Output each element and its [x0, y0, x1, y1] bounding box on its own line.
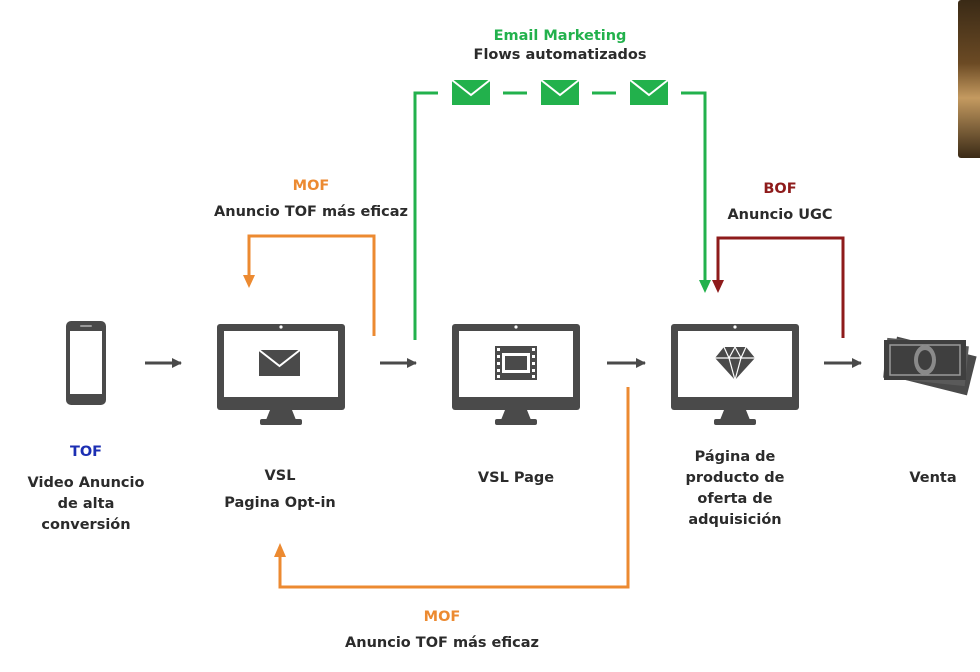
cash-icon	[883, 336, 977, 396]
email-envelope-icon	[629, 79, 669, 105]
email-envelope-icon	[451, 79, 491, 105]
tof-stage-label: Video Anuncio de alta conversión	[27, 475, 145, 533]
mof-bottom-loop	[274, 387, 630, 589]
product-page-label: Página de producto de oferta de adquisic…	[685, 449, 785, 528]
envelope-icon	[258, 349, 301, 376]
optin-label: Pagina Opt-in	[224, 495, 336, 511]
film-icon	[495, 346, 537, 380]
diamond-icon	[715, 345, 755, 383]
email-flow-connector	[413, 91, 711, 340]
bof-title: BOF	[763, 181, 797, 197]
vsl-label: VSL	[264, 468, 296, 484]
webcam-overlay	[958, 0, 980, 158]
mof-top-title: MOF	[292, 178, 330, 194]
mof-bottom-subtitle: Anuncio TOF más eficaz	[345, 635, 539, 651]
mof-bottom-title: MOF	[423, 609, 461, 625]
email-flows-subtitle: Flows automatizados	[473, 47, 647, 63]
email-marketing-title: Email Marketing	[493, 28, 627, 44]
vsl-page-label: VSL Page	[477, 470, 555, 486]
email-envelope-icon	[540, 79, 580, 105]
mof-top-subtitle: Anuncio TOF más eficaz	[214, 204, 408, 220]
mof-top-loop	[243, 234, 376, 336]
venta-label: Venta	[909, 470, 957, 486]
tof-title: TOF	[69, 444, 103, 460]
smartphone-icon	[66, 321, 106, 405]
bof-loop	[712, 236, 845, 338]
bof-subtitle: Anuncio UGC	[727, 207, 833, 223]
